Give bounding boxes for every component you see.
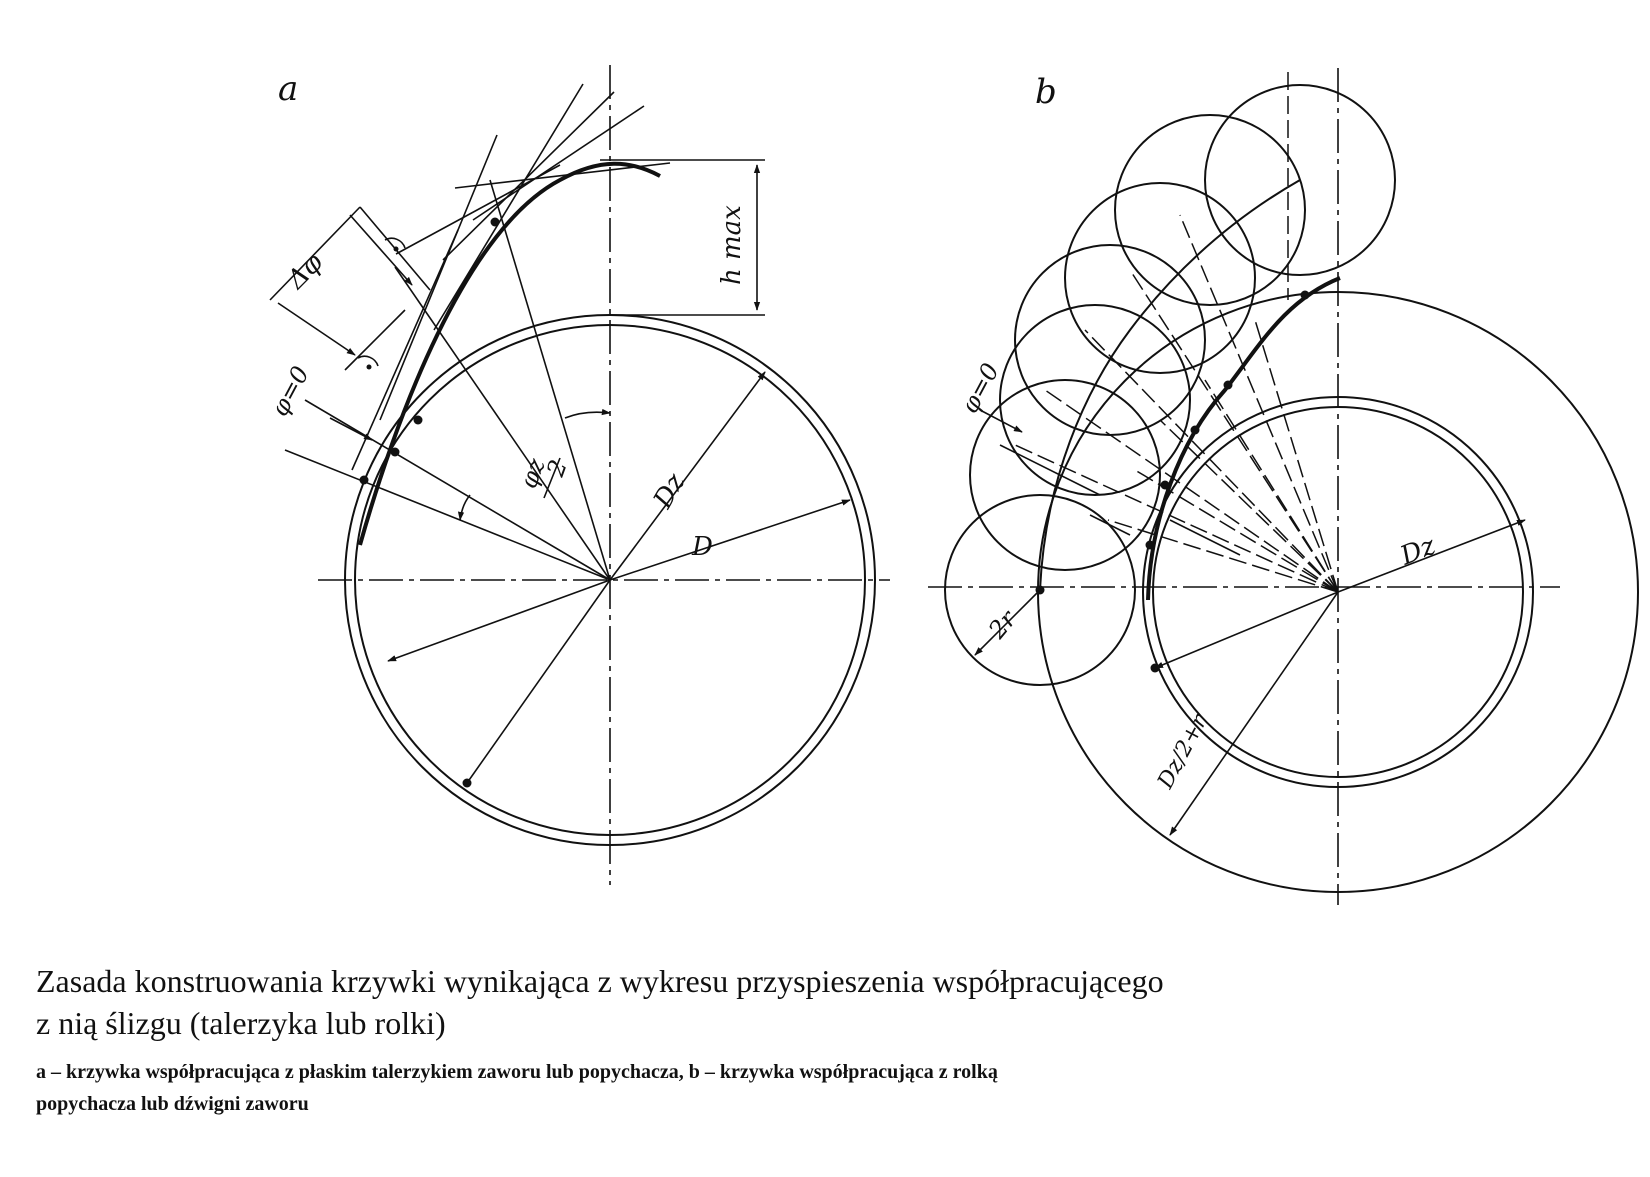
panel-b: b xyxy=(928,68,1639,905)
caption-subtitle-line1: a – krzywka współpracująca z płaskim tal… xyxy=(36,1061,998,1083)
panel-a-label-phi0: φ=0 xyxy=(266,362,315,421)
panel-a-label-dz: Dz xyxy=(648,468,692,514)
panel-b-cam-profile xyxy=(1146,276,1341,601)
panel-a-label-delta-phi: Δφ xyxy=(281,247,330,296)
panel-a-base-circle-inner xyxy=(354,324,866,836)
panel-b-label-dz-half-r: Dz/2+r xyxy=(1153,709,1214,793)
panel-a-label-d: D xyxy=(691,532,713,562)
panel-a-delta-phi-dimension xyxy=(269,206,431,371)
panel-a-hmax-dimension xyxy=(600,159,765,316)
panel-b-roller-centre-radius-arrow xyxy=(1169,591,1339,836)
panel-b-phi0-arrow xyxy=(979,409,1023,433)
panel-b-base-circle-outer xyxy=(1142,396,1534,788)
panel-a-radial-lines xyxy=(284,179,851,784)
panel-b-2r-arrow xyxy=(974,589,1041,656)
cam-construction-diagram: a xyxy=(266,65,1639,905)
panel-a: a xyxy=(266,65,890,885)
panel-b-inner-radius-arrow xyxy=(1154,591,1339,669)
panel-a-contact-points xyxy=(359,217,500,788)
panel-b-label: b xyxy=(1035,72,1057,112)
panel-a-fraction-bar xyxy=(543,457,561,499)
caption-subtitle: a – krzywka współpracująca z płaskim tal… xyxy=(36,1056,1596,1120)
panel-a-tangent-lines xyxy=(351,83,671,471)
panel-b-contact-points xyxy=(1035,290,1310,673)
panel-b-roller-circles xyxy=(944,84,1396,686)
panel-a-small-angle-arc xyxy=(457,494,471,521)
caption-subtitle-line2: popychacza lub dźwigni zaworu xyxy=(36,1093,309,1115)
panel-b-base-circle-inner xyxy=(1152,406,1524,778)
caption-title: Zasada konstruowania krzywki wynikająca … xyxy=(36,960,1596,1044)
caption-title-line1: Zasada konstruowania krzywki wynikająca … xyxy=(36,963,1164,999)
figure-caption: Zasada konstruowania krzywki wynikająca … xyxy=(36,960,1596,1120)
panel-a-label: a xyxy=(278,69,298,109)
caption-title-line2: z nią ślizgu (talerzyka lub rolki) xyxy=(36,1005,446,1041)
panel-a-phi-half-arc xyxy=(564,408,611,419)
panel-a-cam-profile xyxy=(358,161,661,546)
panel-a-label-hmax: h max xyxy=(717,205,747,285)
panel-b-roller-centre-path xyxy=(1039,179,1301,591)
panel-b-label-dz: Dz xyxy=(1395,531,1439,572)
panel-a-phi0-arrow xyxy=(329,417,373,441)
panel-b-tangent-lines xyxy=(999,444,1241,556)
panel-b-dz-arrow xyxy=(1337,519,1526,593)
panel-b-label-2r: 2r xyxy=(983,604,1023,644)
